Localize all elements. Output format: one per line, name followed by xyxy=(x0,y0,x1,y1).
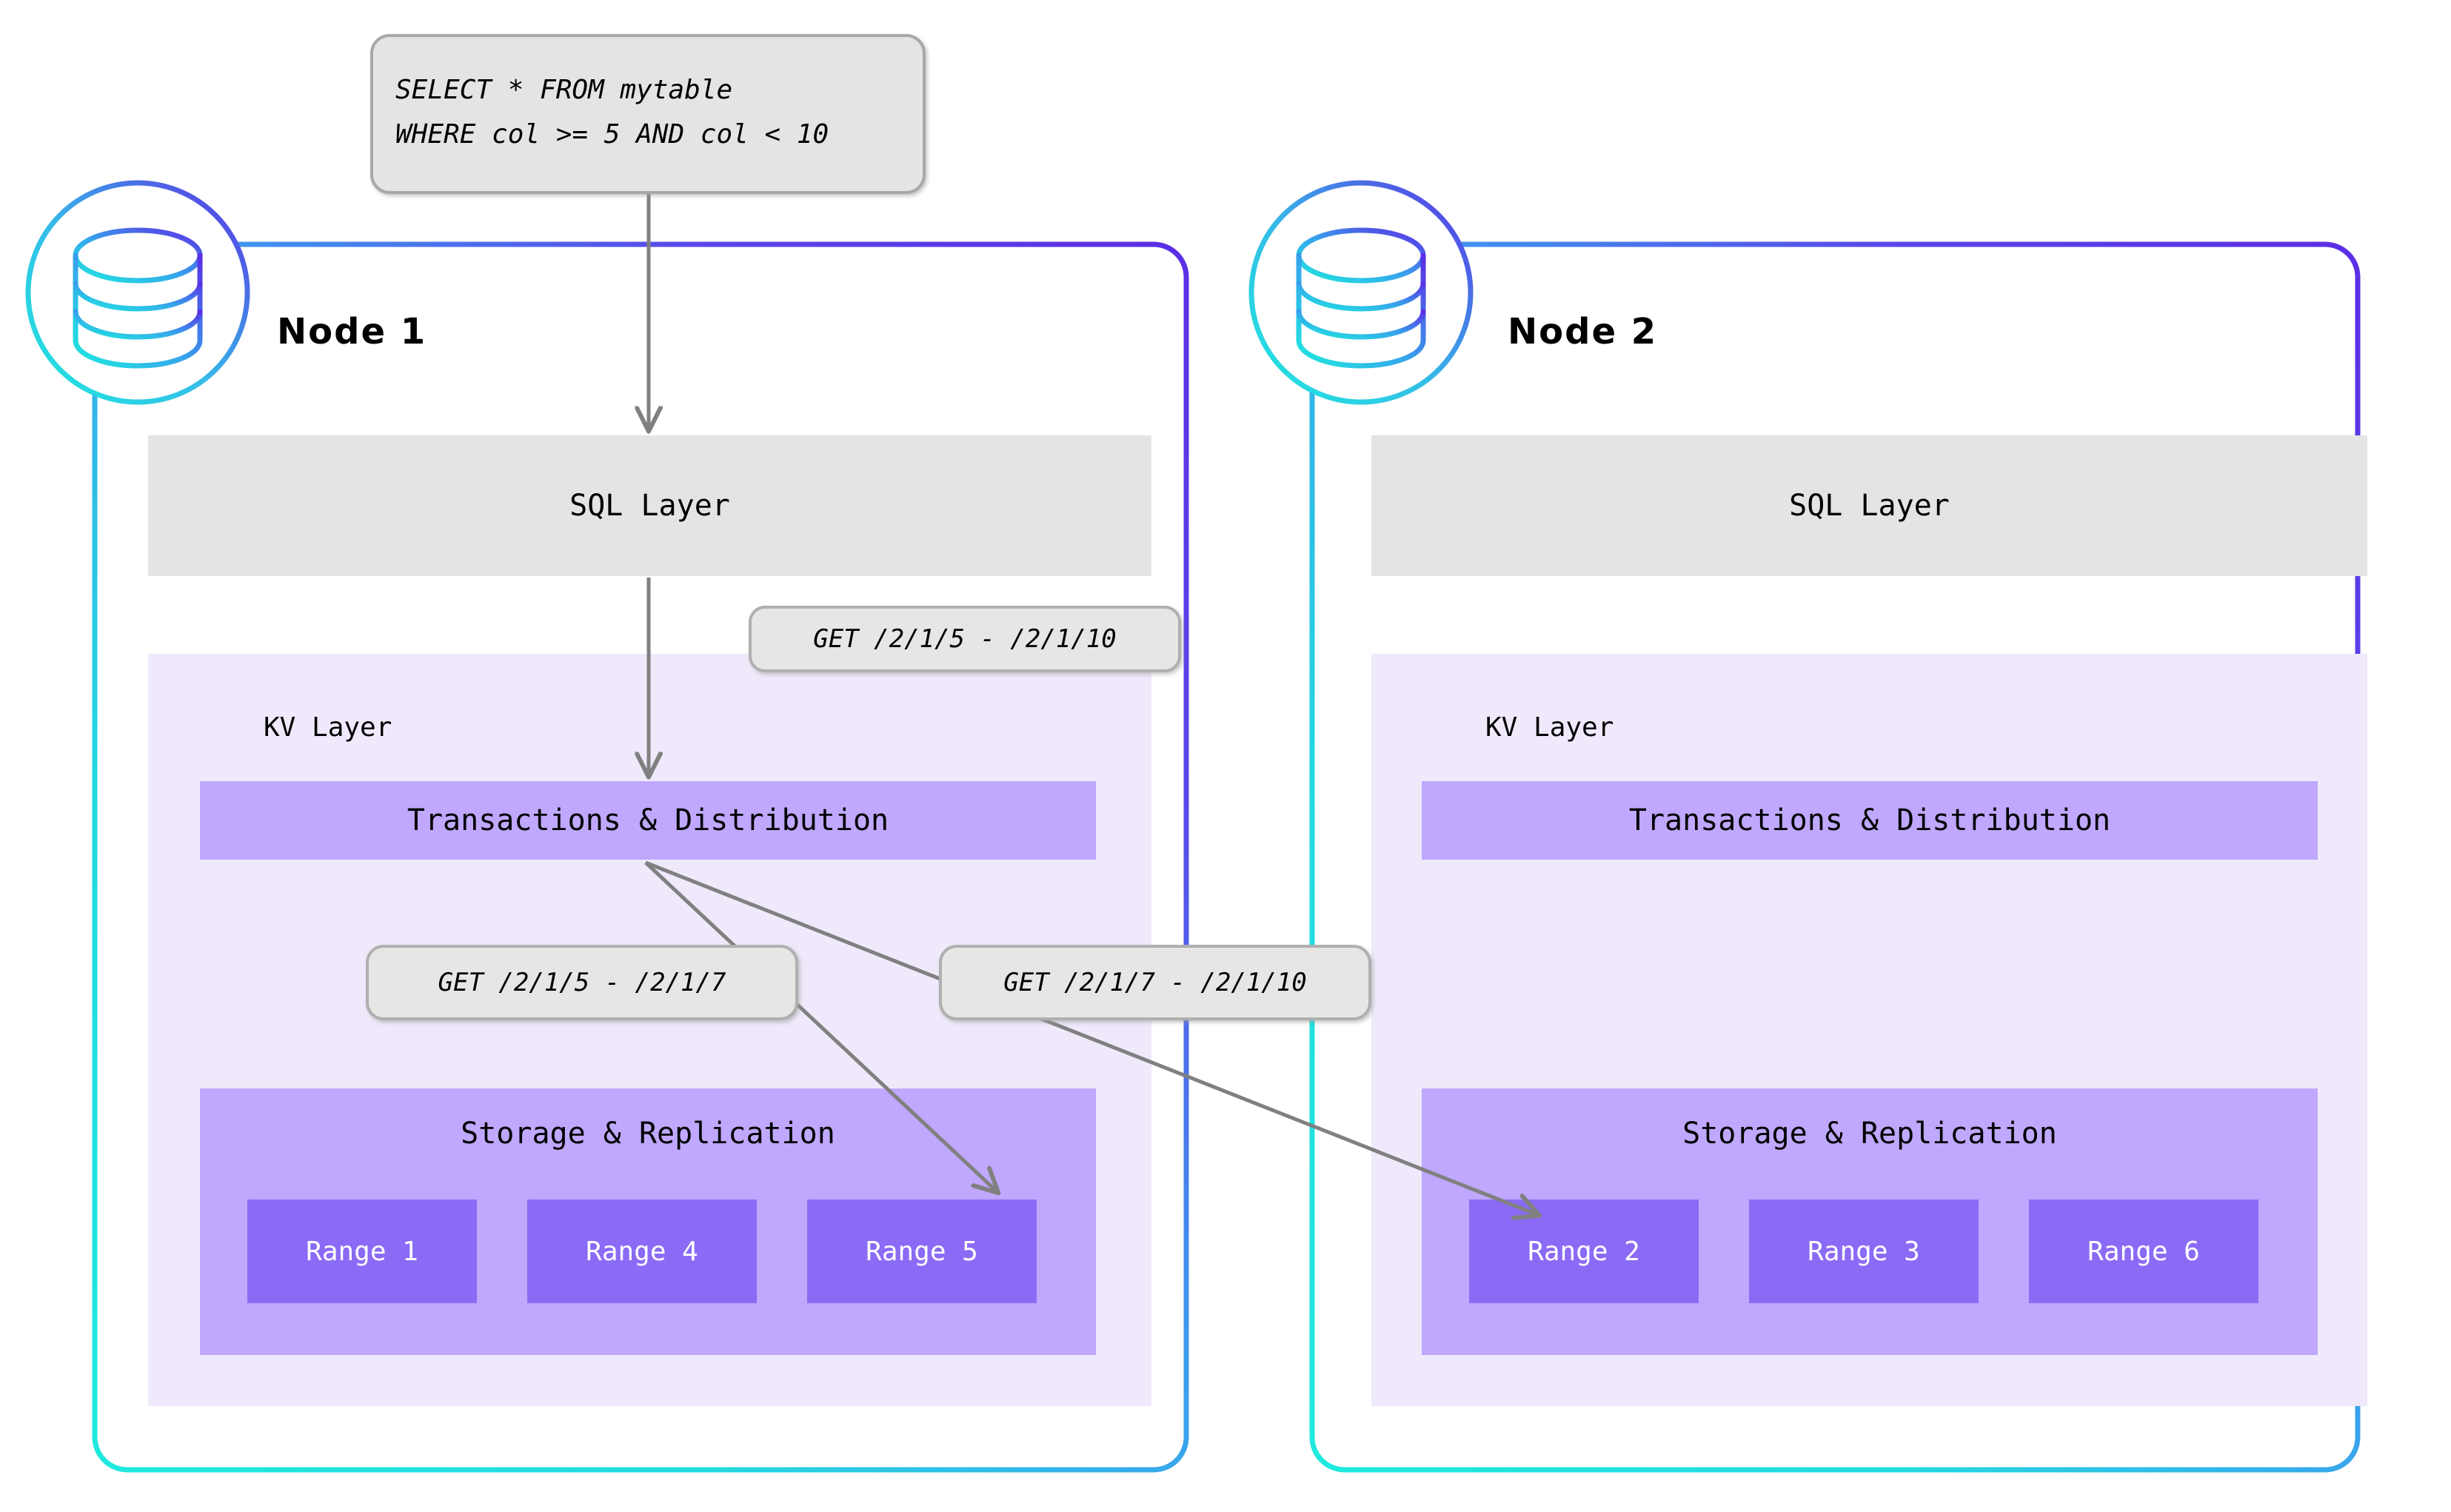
callout-kv-request-label: GET /2/1/5 - /2/1/10 xyxy=(813,624,1117,654)
callout-kv-request xyxy=(749,606,1181,672)
node-2-transactions-box xyxy=(1422,781,2318,860)
database-cylinder-icon xyxy=(1296,227,1426,369)
node-2-range-box-2 xyxy=(2029,1200,2258,1303)
node-1-title: Node 1 xyxy=(277,311,427,352)
callout-range2-request xyxy=(939,945,1371,1020)
node-1-storage-label: Storage & Replication xyxy=(461,1117,835,1151)
sql-query-line-2: WHERE col >= 5 AND col < 10 xyxy=(395,119,829,150)
node-1-range-box-2 xyxy=(807,1200,1037,1303)
node-2-range-label-0: Range 2 xyxy=(1528,1236,1640,1267)
node-1-kv-layer-label: KV Layer xyxy=(264,712,392,743)
node-1-sql-layer-box xyxy=(148,435,1151,576)
arrow-transactions-to-range2 xyxy=(645,860,1537,1214)
node-1-range-label-1: Range 4 xyxy=(586,1236,698,1267)
node-2-storage-label: Storage & Replication xyxy=(1682,1117,2057,1151)
node-1-sql-layer-label: SQL Layer xyxy=(569,489,730,523)
node-1-range-label-2: Range 5 xyxy=(866,1236,978,1267)
node-1-range-box-0 xyxy=(247,1200,477,1303)
node-1-range-box-1 xyxy=(527,1200,757,1303)
node-1-range-label-0: Range 1 xyxy=(306,1236,418,1267)
node-2-title: Node 2 xyxy=(1508,311,1658,352)
node-2-sql-layer-label: SQL Layer xyxy=(1789,489,1950,523)
callout-range5-request xyxy=(366,945,798,1020)
node-1-border xyxy=(92,241,1189,1473)
node-2-sql-layer-box xyxy=(1371,435,2367,576)
node-2-range-label-1: Range 3 xyxy=(1808,1236,1920,1267)
sql-query-box xyxy=(370,34,926,194)
node-2-database-badge xyxy=(1248,180,1474,405)
node-2-range-box-1 xyxy=(1749,1200,1979,1303)
callout-range5-request-label: GET /2/1/5 - /2/1/7 xyxy=(438,968,726,997)
node-1-transactions-box xyxy=(200,781,1096,860)
node-1-transactions-label: Transactions & Distribution xyxy=(407,803,889,837)
database-cylinder-icon xyxy=(73,227,203,369)
node-2-kv-layer-label: KV Layer xyxy=(1485,712,1614,743)
callout-range2-request-label: GET /2/1/7 - /2/1/10 xyxy=(1003,968,1307,997)
node-2-range-label-2: Range 6 xyxy=(2087,1236,2200,1267)
node-2-range-box-0 xyxy=(1469,1200,1699,1303)
arrow-transactions-to-range5 xyxy=(644,861,996,1191)
node-1-database-badge xyxy=(25,180,250,405)
node-2-transactions-label: Transactions & Distribution xyxy=(1628,803,2111,837)
sql-query-line-1: SELECT * FROM mytable xyxy=(395,75,733,105)
